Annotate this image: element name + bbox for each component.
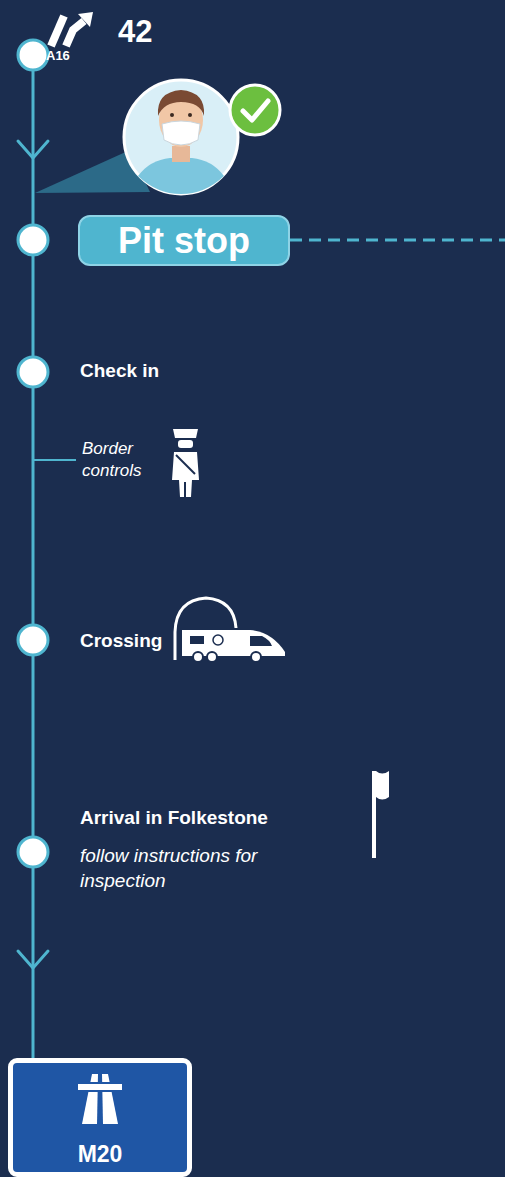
border-officer-icon [172,429,199,497]
avatar-eye [170,113,174,117]
exit-stroke [51,16,64,46]
flag-pole [372,771,376,858]
stop-circle [18,40,48,70]
stop-circle [18,625,48,655]
step-label: Check in [80,360,159,383]
timeline-line [32,55,35,1060]
train-windscreen [250,636,272,646]
avatar-shirt [138,158,224,194]
avatar-circle [124,80,238,194]
direction-chevrons [18,141,48,968]
officer-body [172,452,199,497]
train-logo [213,635,223,645]
officer-belt [176,455,195,474]
chevron [18,141,48,158]
train-window [190,636,204,644]
step-note: Border controls [82,438,162,482]
exit-sign-icon [51,12,93,46]
road-name: A16 [46,49,70,63]
timeline-stops [18,40,48,867]
face-mask [162,121,200,145]
branch-line [33,459,76,461]
check-badge [230,85,280,135]
step-label: Arrival in Folkestone [80,807,268,830]
step-note: follow instructions for inspection [80,844,262,893]
flag-cloth [376,771,389,800]
stop-circle [18,225,48,255]
check-mark [243,101,268,120]
officer-cap [173,429,198,438]
shuttle-train-icon [175,598,285,662]
avatar-neck [172,146,190,162]
node-text: Pit stop [118,221,250,261]
junction-number: 42 [118,15,152,49]
avatar-hair [158,90,204,116]
masked-person-avatar [124,80,280,194]
officer-head [178,440,193,448]
stop-circle [18,357,48,387]
step-pill: Pit stop [78,215,290,266]
train-wheel [207,652,217,662]
exit-arrowhead [78,12,93,27]
officer-legs [184,482,186,497]
train-wheel [251,652,261,662]
avatar-eye [188,113,192,117]
chevron [18,951,48,968]
node-text: M20 [78,1142,123,1167]
finish-flag-icon [372,771,389,858]
train-wheel [193,652,203,662]
stop-circle [18,837,48,867]
motorway-sign: M20 [8,1058,192,1177]
step-label: Crossing [80,630,162,653]
dashed-leader [290,239,505,242]
exit-stroke [66,21,84,46]
